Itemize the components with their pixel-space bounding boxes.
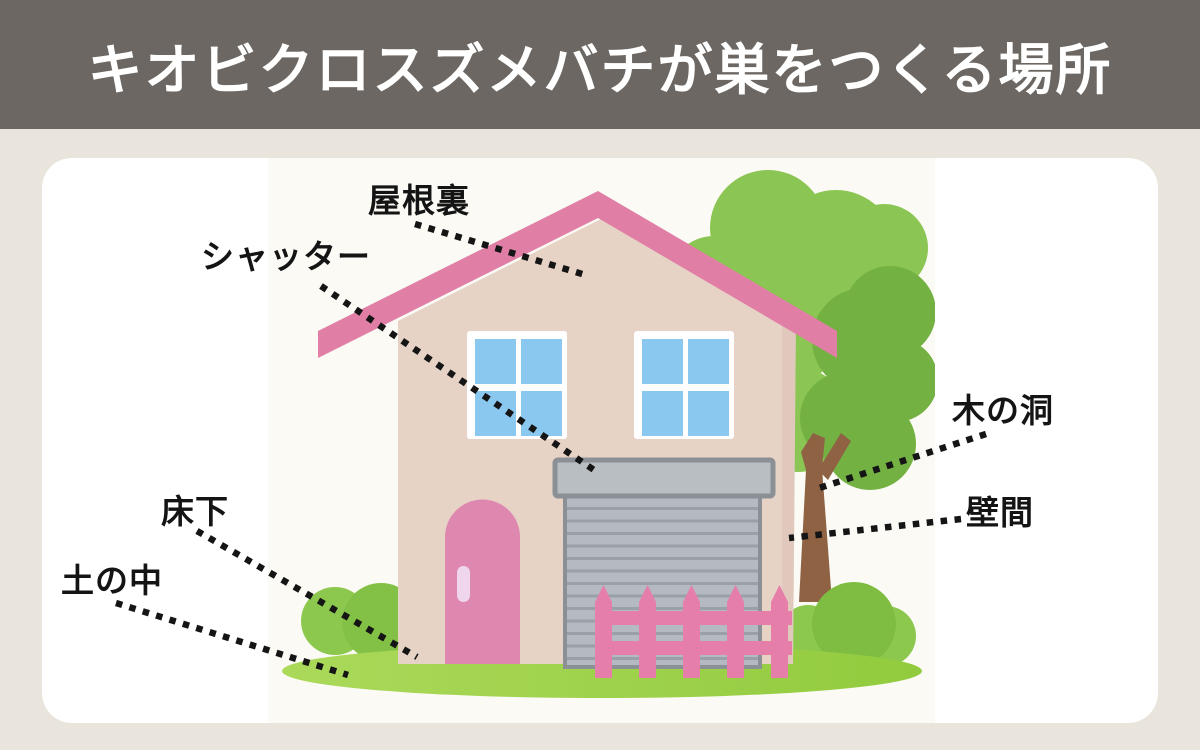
leader-line-wall-gap bbox=[788, 515, 962, 542]
leader-line-underground bbox=[115, 599, 349, 679]
door-handle bbox=[457, 566, 470, 602]
right-window bbox=[634, 331, 734, 439]
label-wall-gap: 壁間 bbox=[966, 494, 1034, 531]
label-attic: 屋根裏 bbox=[368, 182, 470, 219]
front-door bbox=[445, 499, 520, 664]
title-bar: キオビクロスズメバチが巣をつくる場所 bbox=[0, 0, 1200, 129]
label-underground: 土の中 bbox=[61, 562, 163, 599]
leader-line-under-floor bbox=[195, 528, 419, 660]
label-shutter: シャッター bbox=[201, 238, 371, 275]
roof bbox=[318, 191, 837, 358]
shutter-box bbox=[552, 457, 776, 499]
right-bush bbox=[781, 582, 916, 666]
leader-line-attic bbox=[414, 220, 590, 280]
picket-fence bbox=[595, 585, 792, 678]
leader-line-tree-hollow bbox=[811, 430, 988, 494]
left-window bbox=[467, 331, 567, 439]
wall-shadow bbox=[782, 316, 796, 664]
label-tree-hollow: 木の洞 bbox=[952, 392, 1054, 429]
page-title: キオビクロスズメバチが巣をつくる場所 bbox=[87, 38, 1113, 101]
tree-trunk bbox=[799, 433, 851, 602]
label-under-floor: 床下 bbox=[161, 493, 229, 530]
